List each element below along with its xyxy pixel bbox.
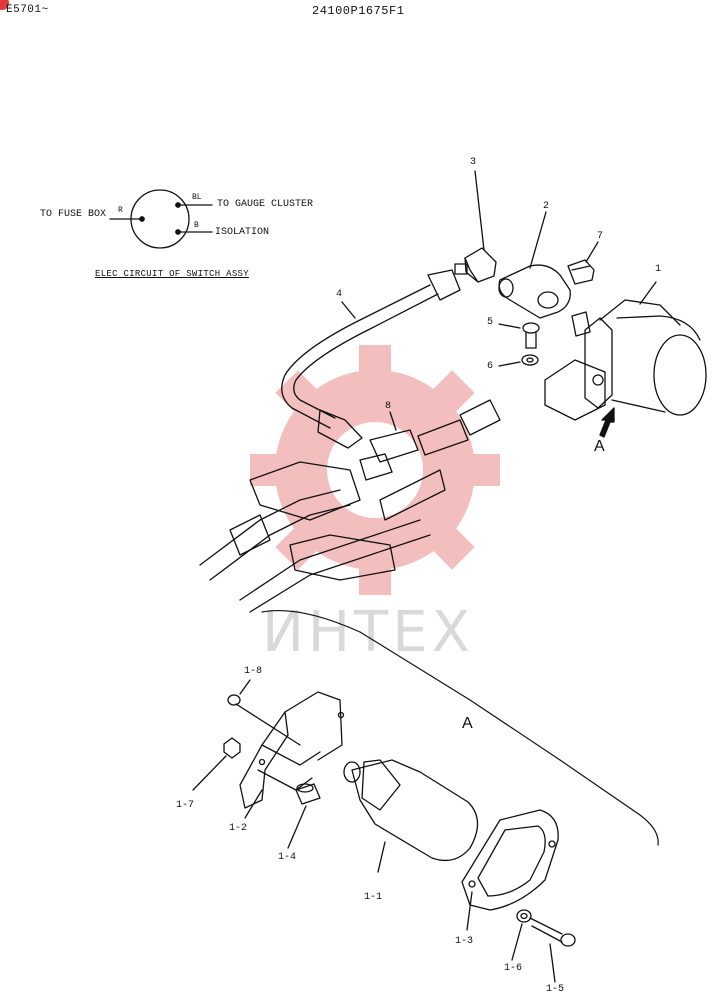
circuit-caption: ELEC CIRCUIT OF SWITCH ASSY: [95, 269, 249, 279]
part-6-washer: [498, 354, 539, 367]
callout-1-4: 1-4: [278, 852, 297, 863]
callout-7: 7: [597, 231, 604, 242]
watermark-text: ИНТЕХ: [262, 600, 474, 665]
view-a-marker: A: [594, 438, 605, 455]
callout-1-5: 1-5: [546, 984, 565, 995]
callout-1-6: 1-6: [504, 963, 523, 974]
callout-1-3: 1-3: [455, 936, 474, 947]
switch-circuit-schematic: [109, 189, 213, 249]
view-a-title: A: [462, 715, 473, 732]
callout-1-7: 1-7: [176, 800, 195, 811]
page-code: 24100P1675F1: [312, 4, 405, 18]
label-to-fuse-box: TO FUSE BOX: [40, 209, 107, 220]
part-2-tee-fitting: [498, 211, 571, 319]
callout-8: 8: [385, 401, 392, 412]
callout-1-8: 1-8: [244, 666, 263, 677]
callout-1-1: 1-1: [364, 892, 383, 903]
part-3-elbow-fitting: [454, 170, 497, 283]
part-4-pipe: [281, 269, 461, 449]
part-8-tee-connector: [359, 399, 501, 481]
label-isolation: ISOLATION: [215, 227, 270, 238]
callout-3: 3: [470, 157, 477, 168]
part-1-7-nut: [192, 737, 241, 791]
label-b: B: [194, 221, 199, 230]
part-1-8-bolt: [227, 679, 301, 746]
part-1-1-switch-body: [343, 759, 479, 873]
part-1-pressure-switch: [544, 281, 707, 421]
part-5-screw: [498, 322, 540, 349]
callout-2: 2: [543, 201, 550, 212]
view-a-arrow-icon: [599, 407, 615, 438]
label-bl: BL: [192, 193, 202, 202]
callout-1: 1: [655, 264, 662, 275]
callout-4: 4: [336, 289, 343, 300]
callout-6: 6: [487, 361, 494, 372]
label-r: R: [118, 206, 123, 215]
hose-assembly: [199, 461, 446, 613]
part-1-5-bolt: [529, 917, 576, 983]
callout-1-2: 1-2: [229, 823, 248, 834]
part-1-6-washer: [511, 909, 532, 961]
label-to-gauge-cluster: TO GAUGE CLUSTER: [217, 199, 314, 210]
corner-mark: [0, 0, 9, 10]
callout-5: 5: [487, 317, 494, 328]
part-7-plug: [567, 241, 599, 285]
part-1-4-spacer: [287, 783, 321, 849]
part-1-3-gasket: [461, 809, 559, 931]
catalog-code: E5701~: [6, 4, 49, 16]
part-1-2-bracket: [239, 691, 345, 819]
